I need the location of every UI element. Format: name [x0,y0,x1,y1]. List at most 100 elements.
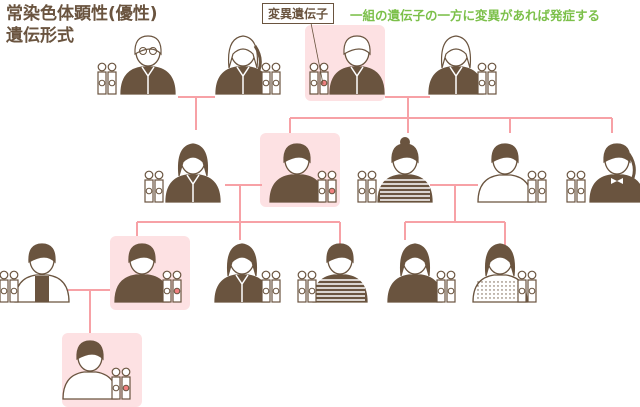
dot [509,297,511,299]
dot [489,289,491,291]
gene-marker [163,287,171,295]
gene-marker [145,187,153,195]
dot [497,293,499,295]
chromosome-head [162,270,172,280]
gene-marker [10,287,18,295]
dot [505,297,507,299]
gene-marker [112,384,120,392]
gene-marker [538,187,546,195]
dot [477,293,479,295]
person-boy [297,243,368,303]
chromosome-head [446,270,456,280]
hair-icon [491,143,519,164]
hair-icon [226,243,258,277]
gene-marker [577,187,585,195]
dot [485,289,487,291]
gene-marker [528,287,536,295]
hair-icon [326,243,354,264]
hair-icon [76,340,104,361]
dot [481,285,483,287]
chromosome-head [172,270,182,280]
dot [485,297,487,299]
chromosome-head [357,170,367,180]
person-father [269,143,337,203]
chromosome-head [319,62,329,72]
collar-icon [235,274,249,302]
dot [505,289,507,291]
chromosome-head [144,170,154,180]
dot [513,293,515,295]
dot [489,297,491,299]
person-spouse [0,243,70,303]
dot [509,289,511,291]
legend-pointer [310,22,324,85]
gene-marker [567,187,575,195]
dot [513,289,515,291]
glasses-icon [149,47,157,55]
gene-marker [488,79,496,87]
dot [513,297,515,299]
dot [505,285,507,287]
person-son [114,243,182,303]
person-aunt [357,137,433,203]
collar-icon [350,66,364,94]
dot [481,293,483,295]
person-grandchild [62,340,131,400]
dot [497,297,499,299]
ponytail-icon [627,153,636,179]
dot [513,285,515,287]
chromosome-head [297,270,307,280]
dot [489,285,491,287]
dot [497,281,499,283]
gene-marker [308,287,316,295]
dot [509,293,511,295]
chromosome-head [566,170,576,180]
body-icon [387,274,443,303]
chromosome-head [527,170,537,180]
gene-marker [272,287,280,295]
chromosome-head [517,270,527,280]
chromosome-head [154,170,164,180]
gene-marker [262,79,270,87]
gene-marker [0,287,8,295]
chromosome-head [436,270,446,280]
gene-marker [155,187,163,195]
dot [481,289,483,291]
diagram-title: 常染色体顕性(優性) 遺伝形式 [6,3,158,47]
hair-icon [177,143,209,177]
body-icon [477,174,533,203]
legend-mutant-gene-label: 変異遺伝子 [262,3,335,24]
person-grandfather-2 [309,35,385,95]
dot [505,293,507,295]
hair-icon [28,243,56,264]
dot [493,297,495,299]
collar-icon [141,66,155,94]
chromosome-head [9,270,19,280]
bow-icon [611,178,623,184]
glasses-icon [139,47,147,55]
person-mother [144,143,221,203]
gene-marker [108,79,116,87]
person-cousin-girl [387,243,456,303]
hair-icon [283,143,311,164]
legend-description: 一組の遺伝子の一方に変異があれば発症する [350,8,601,23]
gene-marker [262,287,270,295]
person-daughter [214,243,281,303]
chromosome-head [0,270,9,280]
chromosome-head [527,270,537,280]
chromosome-head [487,62,497,72]
chromosome-head [271,62,281,72]
gene-marker [528,187,536,195]
dot [485,285,487,287]
gene-marker [368,187,376,195]
chromosome-head [261,62,271,72]
hair-icon [440,35,472,69]
dot [493,285,495,287]
person-uncle-in-law [477,143,547,203]
hair-icon [128,243,156,264]
dot [509,285,511,287]
title-line-1: 常染色体顕性(優性) [6,4,158,24]
chromosome-head [261,270,271,280]
dot [485,281,487,283]
